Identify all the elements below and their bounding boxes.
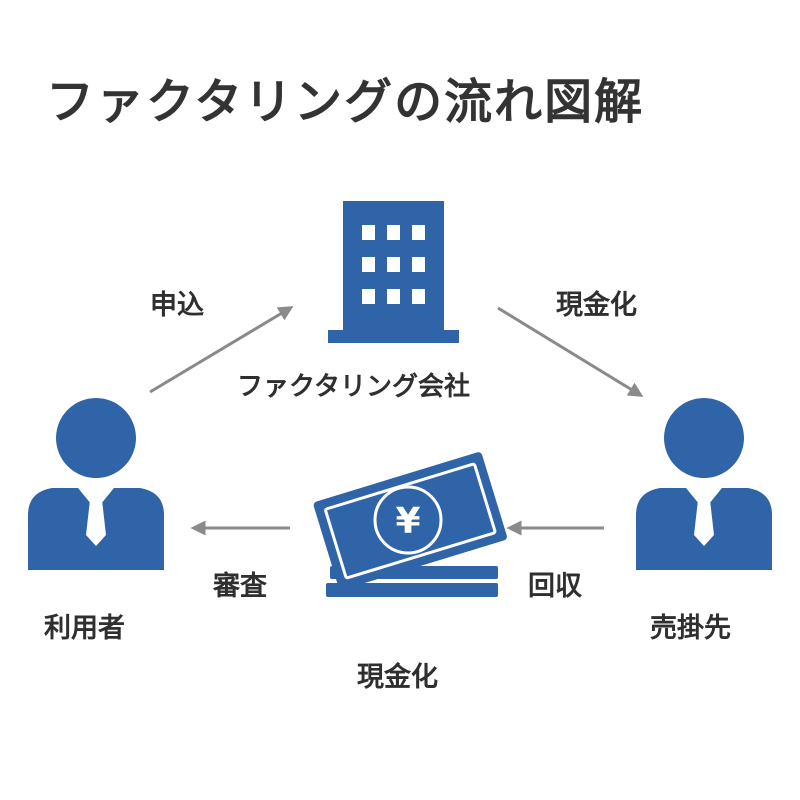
cash-bottom-label: 現金化 (357, 662, 438, 693)
user-person-icon (28, 398, 164, 570)
arrow-cash-top (497, 306, 644, 397)
user-label: 利用者 (44, 613, 125, 644)
arrow-apply (149, 306, 294, 394)
buyer-person-icon (636, 398, 772, 570)
collect-label: 回収 (528, 571, 582, 602)
review-label: 審査 (213, 571, 267, 602)
page-title: ファクタリングの流れ図解 (46, 74, 645, 130)
yen-banknotes-icon: ¥ (313, 452, 507, 597)
cash-top-label: 現金化 (556, 290, 637, 321)
buyer-label: 売掛先 (650, 613, 731, 644)
svg-text:¥: ¥ (395, 501, 420, 542)
building-icon (328, 201, 459, 343)
apply-label: 申込 (150, 290, 204, 321)
company-label: ファクタリング会社 (237, 372, 470, 402)
